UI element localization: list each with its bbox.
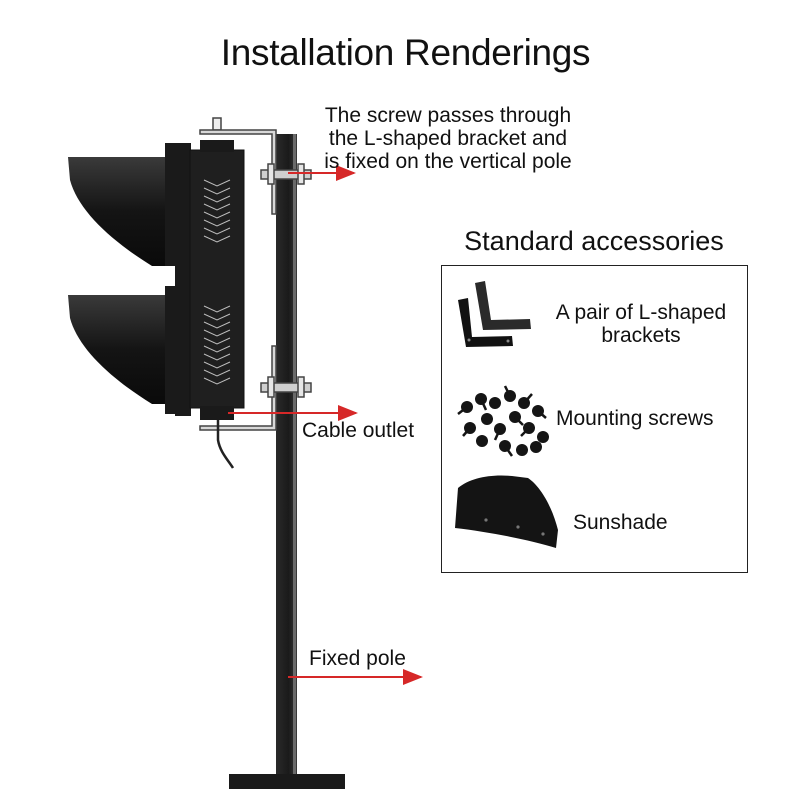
lower-visor [68, 286, 177, 414]
cable-outlet-label: Cable outlet [302, 419, 415, 442]
pole-base [229, 774, 345, 789]
screw-callout-line2: the L-shaped bracket and [328, 127, 568, 150]
accessory-sunshade-label: Sunshade [573, 511, 668, 534]
vertical-pole [229, 134, 345, 789]
signal-body [175, 140, 245, 420]
accessories-box [441, 265, 748, 573]
bottom-l-bracket [199, 345, 312, 431]
brackets-label-line1: A pair of L-shaped [555, 301, 727, 324]
cable [216, 420, 235, 469]
upper-visor [68, 143, 177, 266]
sunshade-icon [455, 475, 558, 548]
l-bracket-icon [458, 281, 531, 347]
page-title: Installation Renderings [220, 32, 591, 73]
brackets-label-line2: brackets [601, 324, 681, 347]
screws-icon [457, 385, 549, 457]
screw-callout: The screw passes through the L-shaped br… [300, 104, 596, 173]
accessories-title: Standard accessories [464, 226, 724, 256]
accessory-brackets-label: A pair of L-shaped brackets [538, 301, 744, 347]
accessory-screws-label: Mounting screws [556, 407, 714, 430]
screw-callout-line1: The screw passes through [324, 104, 572, 127]
fixed-pole-label: Fixed pole [309, 647, 406, 670]
screw-callout-line3: is fixed on the vertical pole [324, 150, 572, 173]
